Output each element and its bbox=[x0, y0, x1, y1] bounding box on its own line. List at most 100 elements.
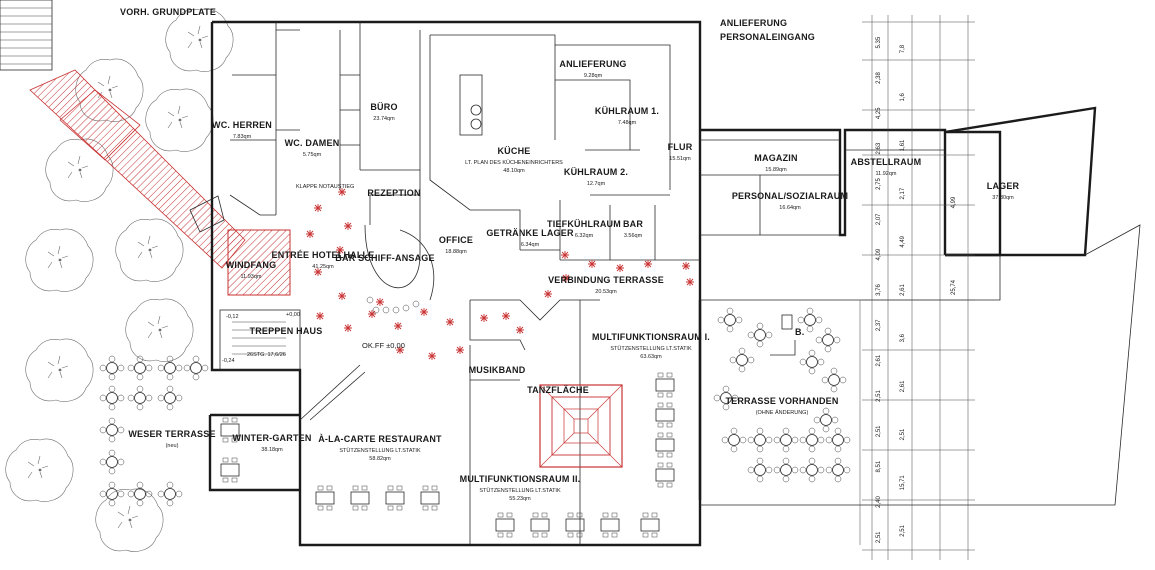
room-area-kuehlraum-1: 7.48qm bbox=[618, 120, 637, 126]
room-name-office: OFFICE bbox=[439, 235, 473, 245]
room-note-restaurant: STÜTZENSTELLUNG LT.STATIK bbox=[339, 447, 421, 454]
level-a: +0,00 bbox=[286, 312, 300, 318]
room-area-verbindung: 20.53qm bbox=[595, 289, 617, 295]
room-area-restaurant: 58.82qm bbox=[369, 456, 391, 462]
room-area-weser-terrasse: (neu) bbox=[166, 443, 179, 449]
dimension-label: 3,76 bbox=[876, 284, 882, 296]
okff-label: OK.FF ±0,00 bbox=[362, 341, 405, 350]
room-area-personal: 16.64qm bbox=[779, 205, 801, 211]
dimension-label: 2,61 bbox=[900, 380, 906, 392]
plan-title: VORH. GRUNDPLATE bbox=[120, 7, 216, 17]
room-name-lager: LAGER bbox=[987, 181, 1020, 191]
room-name-kueche: KÜCHE bbox=[497, 146, 530, 156]
room-area-buero: 23.74qm bbox=[373, 116, 395, 122]
dimension-label: 2,07 bbox=[876, 213, 882, 225]
bar-stools bbox=[366, 296, 420, 314]
dimension-label: 2,51 bbox=[900, 524, 906, 536]
room-name-windfang: WINDFANG bbox=[226, 260, 277, 270]
room-name-kuehlraum-2: KÜHLRAUM 2. bbox=[564, 167, 628, 177]
room-area-wc-herren: 7.83qm bbox=[233, 134, 252, 140]
room-area-windfang: 11.93qm bbox=[241, 274, 262, 280]
room-area-wintergarten: 38.18qm bbox=[261, 447, 283, 453]
room-name-entree: ENTRÉE HOTELHALLE bbox=[272, 250, 375, 260]
dimension-label: 2,51 bbox=[876, 531, 882, 543]
room-area-flur: 15.51qm bbox=[669, 156, 691, 162]
room-area-anlieferung: 9.28qm bbox=[584, 73, 603, 79]
terrace-outline bbox=[700, 224, 1141, 545]
dimension-label: 2,61 bbox=[876, 354, 882, 366]
room-area-getraenke-lager: 6.34qm bbox=[521, 242, 540, 248]
room-name-buero: BÜRO bbox=[370, 102, 397, 112]
dimension-label: 5.35 bbox=[876, 36, 882, 48]
room-name-magazin: MAGAZIN bbox=[754, 153, 797, 163]
room-area-kuehlraum-2: 12.7qm bbox=[587, 181, 606, 187]
dimension-label: 2,75 bbox=[876, 178, 882, 190]
dimension-labels-col1: 5.352,384,252,632,752,074,093,762,372,61… bbox=[876, 36, 882, 543]
dimension-label: 2,51 bbox=[876, 425, 882, 437]
room-name-kuehlraum-1: KÜHLRAUM 1. bbox=[595, 106, 659, 116]
level-b: -0,12 bbox=[226, 314, 239, 320]
room-name-tiefkuehlraum: TIEFKÜHLRAUM bbox=[547, 219, 621, 229]
terrace-tables bbox=[713, 307, 851, 483]
room-name-wintergarten: WINTER-GARTEN bbox=[232, 433, 311, 443]
dimension-label: 8,51 bbox=[876, 460, 882, 472]
level-c: -0,24 bbox=[222, 358, 235, 364]
room-name-wc-herren: WC. HERREN bbox=[212, 120, 272, 130]
room-name-rezeption: REZEPTION bbox=[367, 188, 420, 198]
room-area-magazin: 15.89qm bbox=[765, 167, 787, 173]
section-mark-label: B. bbox=[795, 327, 804, 337]
section-mark: B. bbox=[770, 314, 804, 356]
room-name-anlieferung: ANLIEFERUNG bbox=[559, 59, 626, 69]
room-name-bar-schiff: BAR SCHIFF-ANSAGE bbox=[335, 253, 434, 263]
room-name-abstellraum: ABSTELLRAUM bbox=[851, 157, 922, 167]
dimension-label: 2,40 bbox=[876, 496, 882, 508]
room-area-lager: 37.80qm bbox=[992, 195, 1014, 201]
room-note-multi-2: STÜTZENSTELLUNG LT.STATIK bbox=[479, 487, 561, 494]
klappe-label: KLAPPE NOTAUSTIEG bbox=[296, 184, 354, 190]
dimension-label: 4,25 bbox=[876, 107, 882, 119]
dimension-label: 25,74 bbox=[951, 279, 957, 295]
dimension-label: 2,51 bbox=[900, 428, 906, 440]
dimension-label: 2,63 bbox=[876, 142, 882, 154]
dimension-label: 2,61 bbox=[900, 284, 906, 296]
dimension-label: 2,51 bbox=[876, 390, 882, 402]
dimension-labels-col2: 7,81,61,612,174,492,613,62,612,5115,712,… bbox=[900, 44, 906, 536]
room-area-tiefkuehlraum: 6.32qm bbox=[575, 233, 594, 239]
room-area-entree: 41.25qm bbox=[312, 264, 334, 270]
room-area-abstellraum: 11.92qm bbox=[876, 171, 897, 177]
room-name-treppenhaus: TREPPEN HAUS bbox=[250, 326, 323, 336]
dimension-label: 7,8 bbox=[900, 44, 906, 53]
dimension-label: 2,38 bbox=[876, 72, 882, 84]
room-name-multi-2: MULTIFUNKTIONSRAUM II. bbox=[460, 474, 581, 484]
dimension-label: 2,17 bbox=[900, 187, 906, 199]
room-area-kueche: 48.10qm bbox=[503, 168, 525, 174]
room-name-verbindung: VERBINDUNG TERRASSE bbox=[548, 275, 664, 285]
room-name-terrasse-vorhanden: TERRASSE VORHANDEN bbox=[725, 396, 838, 406]
header-note-line-2: PERSONALEINGANG bbox=[720, 32, 815, 42]
dimension-label: 4,49 bbox=[900, 235, 906, 247]
room-area-bar-small: 3.56qm bbox=[624, 233, 643, 239]
room-area-multi-1: 63.63qm bbox=[640, 354, 662, 360]
room-name-bar-small: BAR bbox=[623, 219, 643, 229]
room-area-multi-2: 55.23qm bbox=[509, 496, 531, 502]
room-area-terrasse-vorhanden: (OHNE ÄNDERUNG) bbox=[756, 409, 809, 416]
room-note-kueche: LT. PLAN DES KÜCHENEINRICHTERS bbox=[465, 159, 563, 166]
room-area-wc-damen: 5.75qm bbox=[303, 152, 322, 158]
room-name-restaurant: À-LA-CARTE RESTAURANT bbox=[318, 434, 442, 444]
room-name-personal: PERSONAL/SOZIALRAUM bbox=[732, 191, 848, 201]
dimension-label: 1,6 bbox=[900, 92, 906, 101]
header-note-line-1: ANLIEFERUNG bbox=[720, 18, 787, 28]
room-name-weser-terrasse: WESER TERRASSE bbox=[128, 429, 215, 439]
room-area-office: 18.88qm bbox=[445, 249, 467, 255]
room-name-flur: FLUR bbox=[668, 142, 693, 152]
dance-floor bbox=[539, 384, 623, 468]
dimension-lines bbox=[862, 15, 975, 560]
room-name-musikband: MUSIKBAND bbox=[469, 365, 526, 375]
room-name-tanzflaeche: TANZFLÄCHE bbox=[527, 385, 589, 395]
dimension-label: 2,37 bbox=[876, 319, 882, 331]
room-name-wc-damen: WC. DAMEN bbox=[285, 138, 340, 148]
room-name-getraenke-lager: GETRÄNKE LAGER bbox=[486, 228, 574, 238]
